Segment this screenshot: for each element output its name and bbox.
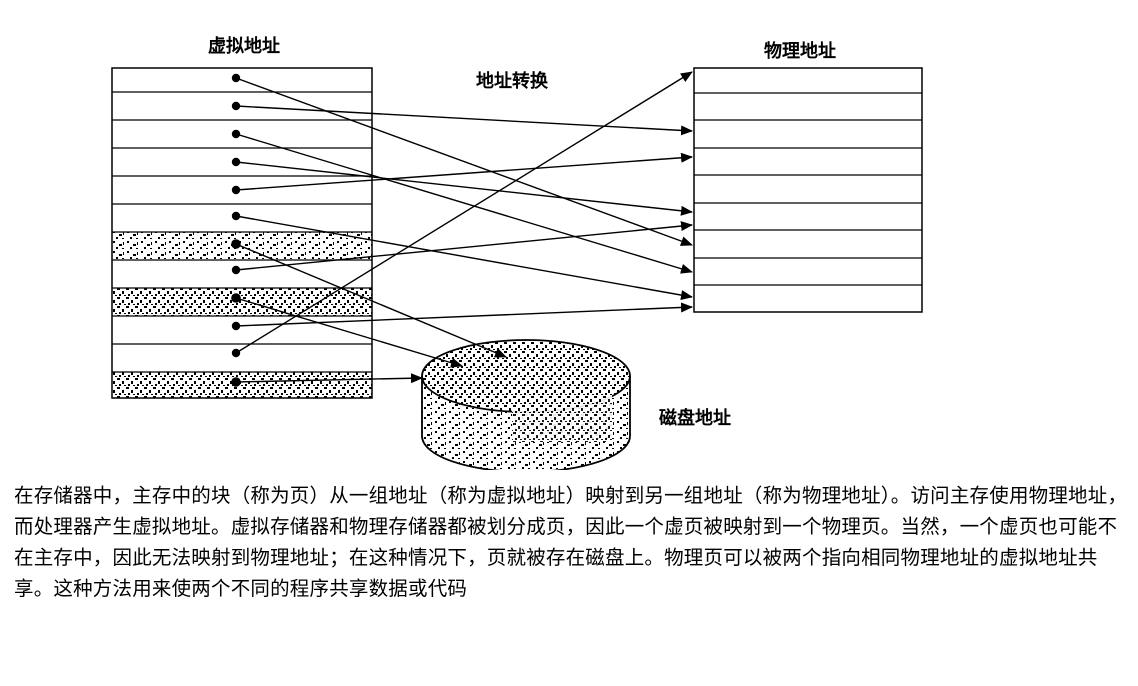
physical-page-table: [693, 67, 923, 313]
virtual-address-label: 虚拟地址: [208, 35, 280, 57]
disk-address-label: 磁盘地址: [659, 407, 731, 429]
physical-address-label: 物理地址: [764, 40, 836, 62]
disk-cylinder: [421, 339, 631, 470]
mapping-arrow: [235, 133, 693, 274]
mapping-arrow: [235, 161, 693, 216]
mapping-arrow: [235, 77, 693, 246]
address-translation-label: 地址转换: [476, 70, 549, 92]
virtual-page-shaded: [112, 288, 372, 316]
mapping-arrow: [235, 243, 507, 358]
virtual-page-table: [111, 67, 373, 399]
mapping-arrow: [235, 215, 693, 300]
virtual-page-dots: [231, 73, 241, 387]
mapping-arrows: [235, 71, 693, 384]
mapping-arrow: [235, 373, 423, 384]
figure-caption: 在存储器中，主存中的块（称为页）从一组地址（称为虚拟地址）映射到另一组地址（称为…: [14, 484, 1128, 600]
mapping-arrow: [235, 297, 463, 368]
mapping-arrow: [235, 302, 693, 327]
virtual-memory-diagram: 虚拟地址 物理地址 地址转换 磁盘地址: [111, 35, 923, 470]
mapping-arrow: [235, 221, 693, 271]
virtual-page-shaded: [112, 372, 372, 398]
mapping-arrow: [235, 105, 693, 136]
mapping-arrow: [235, 71, 693, 354]
mapping-arrow: [235, 152, 693, 191]
